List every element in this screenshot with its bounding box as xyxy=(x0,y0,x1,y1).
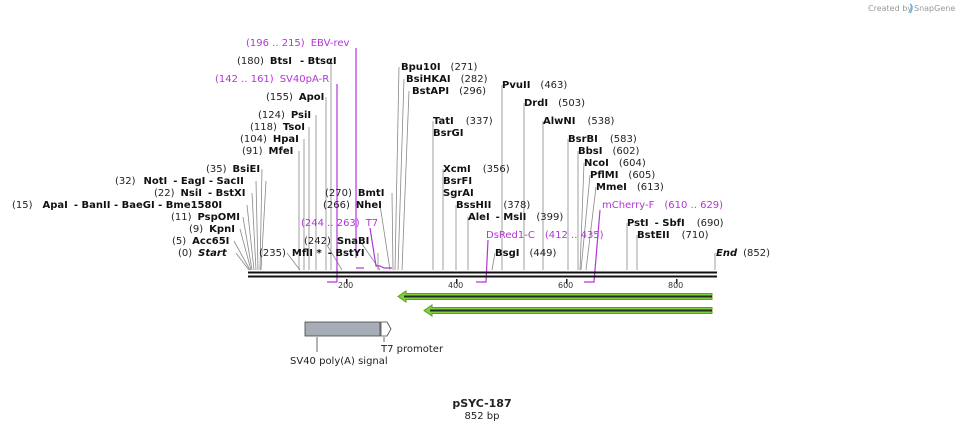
feature-label: SV40 poly(A) signal xyxy=(290,356,388,367)
site-bpu10i[interactable]: Bpu10I(271) xyxy=(401,62,478,73)
feature-t7-promoter[interactable]: T7 promoter xyxy=(380,321,444,355)
restriction-sites: (5)Acc65I (9)KpnI (11)PspOMI (15)ApaI- B… xyxy=(12,56,724,259)
axis: 200 400 600 800 xyxy=(338,279,683,290)
site-connectors xyxy=(233,61,716,271)
site-bsteii[interactable]: BstEII(710) xyxy=(637,230,709,241)
site-nhei[interactable]: (266)NheI xyxy=(323,200,382,211)
axis-tick-label: 200 xyxy=(338,281,353,290)
site-noti[interactable]: (32)NotI- EagI - SacII xyxy=(115,176,244,187)
site-ncoi[interactable]: NcoI(604) xyxy=(584,158,646,169)
site-bmti[interactable]: (270)BmtI xyxy=(325,188,384,199)
site-mmei[interactable]: MmeI(613) xyxy=(596,182,664,193)
site-acc65i[interactable]: (5)Acc65I xyxy=(172,236,229,247)
site-sgrai[interactable]: SgrAI xyxy=(443,188,474,199)
primer-dsred1-c[interactable]: DsRed1-C(412 .. 435) xyxy=(486,230,604,241)
site-snabi[interactable]: (242)SnaBI xyxy=(304,236,369,247)
feature-label: T7 promoter xyxy=(380,344,444,355)
primer-ebv-rev[interactable]: (196 .. 215)EBV-rev xyxy=(246,38,349,49)
axis-tick-label: 800 xyxy=(668,281,683,290)
map-length: 852 bp xyxy=(465,411,500,422)
site-tati[interactable]: TatI(337) xyxy=(433,116,493,127)
site-bsiei[interactable]: (35)BsiEI xyxy=(206,164,260,175)
orf-arrow-2[interactable] xyxy=(423,304,713,317)
primers: (196 .. 215)EBV-rev (142 .. 161)SV40pA-R… xyxy=(215,38,723,241)
site-tsoi[interactable]: (118)TsoI xyxy=(250,122,305,133)
site-kpni[interactable]: (9)KpnI xyxy=(189,224,235,235)
site-bstapi[interactable]: BstAPI(296) xyxy=(412,86,486,97)
site-hpai[interactable]: (104)HpaI xyxy=(240,134,299,145)
site-drdi[interactable]: DrdI(503) xyxy=(524,98,585,109)
dna-backbone xyxy=(248,271,717,278)
site-bsgi[interactable]: BsgI(449) xyxy=(495,248,556,259)
site-xcmi[interactable]: XcmI(356) xyxy=(443,164,510,175)
end-label: End(852) xyxy=(716,248,770,259)
site-nsii[interactable]: (22)NsiI- BstXI xyxy=(154,188,245,199)
axis-tick-label: 600 xyxy=(558,281,573,290)
orf-arrow-1[interactable] xyxy=(397,290,713,303)
site-psti[interactable]: PstI- SbfI(690) xyxy=(627,218,724,229)
site-apoi[interactable]: (155)ApoI xyxy=(266,92,324,103)
site-apai[interactable]: (15)ApaI- BanII - BaeGI - Bme1580I xyxy=(12,200,222,211)
axis-tick-400 xyxy=(456,279,458,284)
site-pflmi[interactable]: PflMI(605) xyxy=(590,170,655,181)
snapgene-logo-icon xyxy=(909,3,913,14)
site-psii[interactable]: (124)PsiI xyxy=(258,110,311,121)
site-btsi[interactable]: (180)BtsI- BtsαI xyxy=(237,56,337,67)
credit-text: Created by xyxy=(868,4,912,13)
site-bsrbi[interactable]: BsrBI(583) xyxy=(568,134,637,145)
site-pvuii[interactable]: PvuII(463) xyxy=(502,80,567,91)
primer-t7[interactable]: (244 .. 263)T7 xyxy=(301,218,378,229)
site-bsrfi[interactable]: BsrFI xyxy=(443,176,472,187)
site-mfli[interactable]: (235)MflI *- BstYI xyxy=(259,248,365,259)
feature-sv40-polya[interactable]: SV40 poly(A) signal xyxy=(290,321,388,367)
start-label: (0)Start xyxy=(178,248,228,259)
site-bbsi[interactable]: BbsI(602) xyxy=(578,146,639,157)
axis-tick-200 xyxy=(346,279,348,284)
site-alwni[interactable]: AlwNI(538) xyxy=(543,116,614,127)
primer-mcherry-f[interactable]: mCherry-F(610 .. 629) xyxy=(602,200,723,211)
site-bsihkai[interactable]: BsiHKAI(282) xyxy=(406,74,488,85)
site-bsshii[interactable]: BssHII(378) xyxy=(456,200,530,211)
axis-tick-600 xyxy=(566,279,568,284)
axis-tick-800 xyxy=(676,279,678,284)
site-bsrgi[interactable]: BsrGI xyxy=(433,128,463,139)
credit-brand: SnapGene xyxy=(914,4,955,13)
site-pspomi[interactable]: (11)PspOMI xyxy=(171,212,240,223)
primer-lines xyxy=(327,48,601,283)
site-mfei[interactable]: (91)MfeI xyxy=(242,146,293,157)
site-alei[interactable]: AleI- MslI(399) xyxy=(468,212,563,223)
map-title: pSYC-187 xyxy=(452,397,511,410)
axis-tick-label: 400 xyxy=(448,281,463,290)
primer-sv40pa-r[interactable]: (142 .. 161)SV40pA-R xyxy=(215,74,329,85)
